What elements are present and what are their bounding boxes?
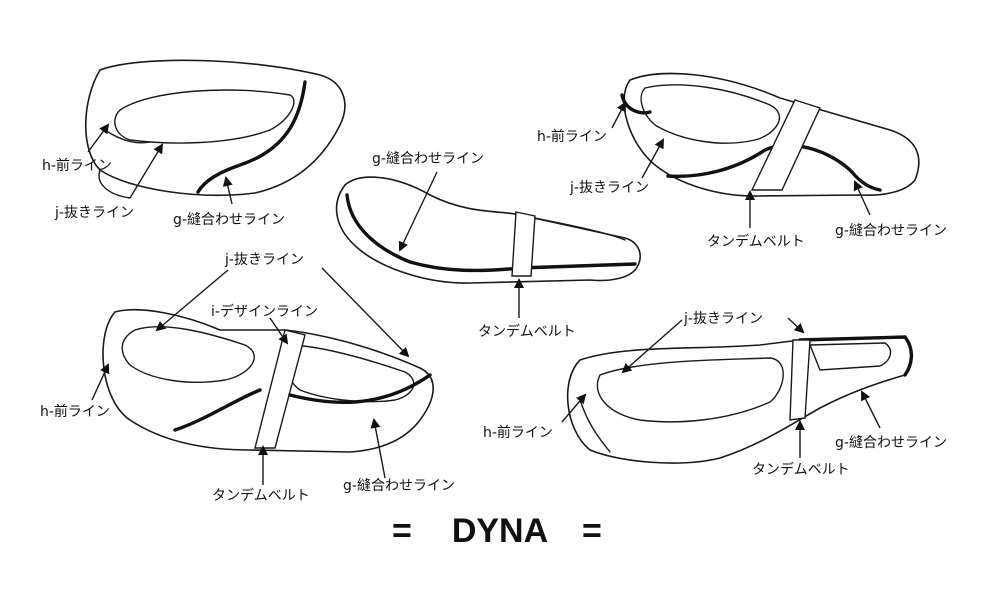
label-seam-line-3: g-縫合わせライン [835,223,947,239]
labels: h-前ライン j-抜きライン g-縫合わせライン g-縫合わせライン タンデムベ… [40,128,947,504]
label-seam-line-4: g-縫合わせライン [343,478,455,494]
seat-top-left [85,59,346,199]
label-seam-line-1: g-縫合わせライン [173,212,285,228]
arrows [87,101,881,485]
seat-center [335,176,641,284]
label-design-line-4: i-デザインライン [211,303,318,320]
seat-top-right [620,72,920,197]
title-decoration-right: = [582,512,602,550]
label-seam-line-2: g-縫合わせライン [372,151,484,167]
label-cut-line-5: j-抜きライン [683,311,763,327]
label-tandem-belt-5: タンデムベルト [752,461,850,478]
seat-bottom-right [566,335,914,464]
label-tandem-belt-4: タンデムベルト [212,487,310,504]
label-front-line-3: h-前ライン [537,128,607,145]
title-decoration-left: = [392,512,412,550]
seat-bottom-left [102,308,434,453]
label-seam-line-5: g-縫合わせライン [835,435,947,451]
label-front-line-5: h-前ライン [483,424,553,441]
label-tandem-belt-3: タンデムベルト [707,233,805,250]
label-cut-line-1: j-抜きライン [54,205,134,221]
label-tandem-belt-2: タンデムベルト [478,323,576,340]
label-cut-line-3: j-抜きライン [569,180,649,196]
label-front-line-4: h-前ライン [40,403,110,420]
page-title: DYNA [452,512,548,550]
label-cut-line-4: j-抜きライン [224,252,304,268]
label-front-line-1: h-前ライン [42,157,112,174]
title-group: = DYNA = [392,512,602,550]
